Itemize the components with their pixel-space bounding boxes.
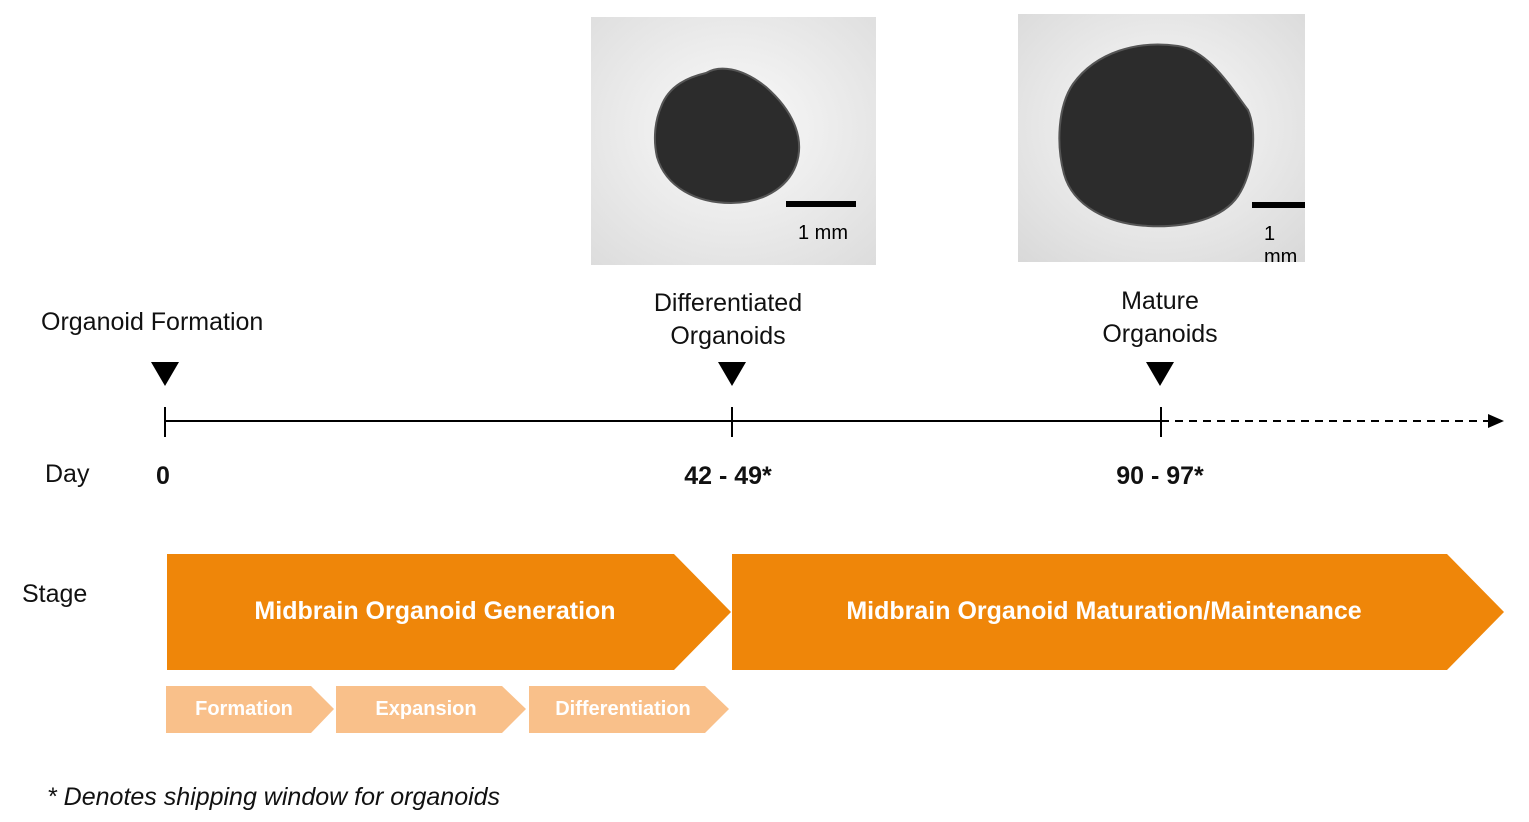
- scale-bar-label: 1 mm: [1264, 223, 1298, 262]
- marker-triangle-mature: [1146, 362, 1174, 386]
- differentiated-organoid-image: 1 mm: [591, 17, 876, 265]
- footnote: * Denotes shipping window for organoids: [47, 783, 501, 811]
- scale-bar: [786, 201, 856, 207]
- substage-expansion-chevron: [336, 686, 526, 733]
- stage-generation-chevron: [167, 554, 731, 670]
- mature-organoid-image: 1 mm: [1018, 14, 1305, 262]
- scale-bar: [1252, 202, 1305, 208]
- milestone-mature-organoids: Mature Organoids: [1040, 285, 1280, 351]
- stage-maturation-label: Midbrain Organoid Maturation/Maintenance: [846, 597, 1362, 625]
- day-tick-label-2: 90 - 97*: [1116, 462, 1204, 490]
- timeline-axis: [164, 407, 1504, 437]
- stage-maturation-chevron: [732, 554, 1504, 670]
- substage-formation-label: Formation: [195, 698, 293, 720]
- stage-generation-label: Midbrain Organoid Generation: [254, 597, 616, 625]
- substage-expansion-label: Expansion: [375, 698, 477, 720]
- milestone-organoid-formation: Organoid Formation: [41, 308, 264, 336]
- day-label: Day: [45, 460, 90, 488]
- milestone-differentiated-organoids: Differentiated Organoids: [608, 287, 848, 353]
- milestone-mature-line1: Mature: [1121, 287, 1199, 315]
- milestone-differentiated-line2: Organoids: [670, 322, 786, 350]
- timeline-arrowhead: [1488, 414, 1504, 428]
- differentiated-organoid-shape: [591, 17, 876, 265]
- milestone-mature-line2: Organoids: [1102, 320, 1218, 348]
- substage-differentiation-label: Differentiation: [555, 698, 691, 720]
- scale-bar-label: 1 mm: [798, 222, 848, 244]
- substage-differentiation-chevron: [529, 686, 729, 733]
- mature-organoid-shape: [1018, 14, 1305, 262]
- substage-formation-chevron: [166, 686, 334, 733]
- marker-triangle-differentiated: [718, 362, 746, 386]
- stage-label: Stage: [22, 580, 88, 608]
- day-tick-label-1: 42 - 49*: [684, 462, 772, 490]
- milestone-differentiated-line1: Differentiated: [653, 289, 803, 317]
- marker-triangle-formation: [151, 362, 179, 386]
- day-tick-label-0: 0: [156, 462, 170, 490]
